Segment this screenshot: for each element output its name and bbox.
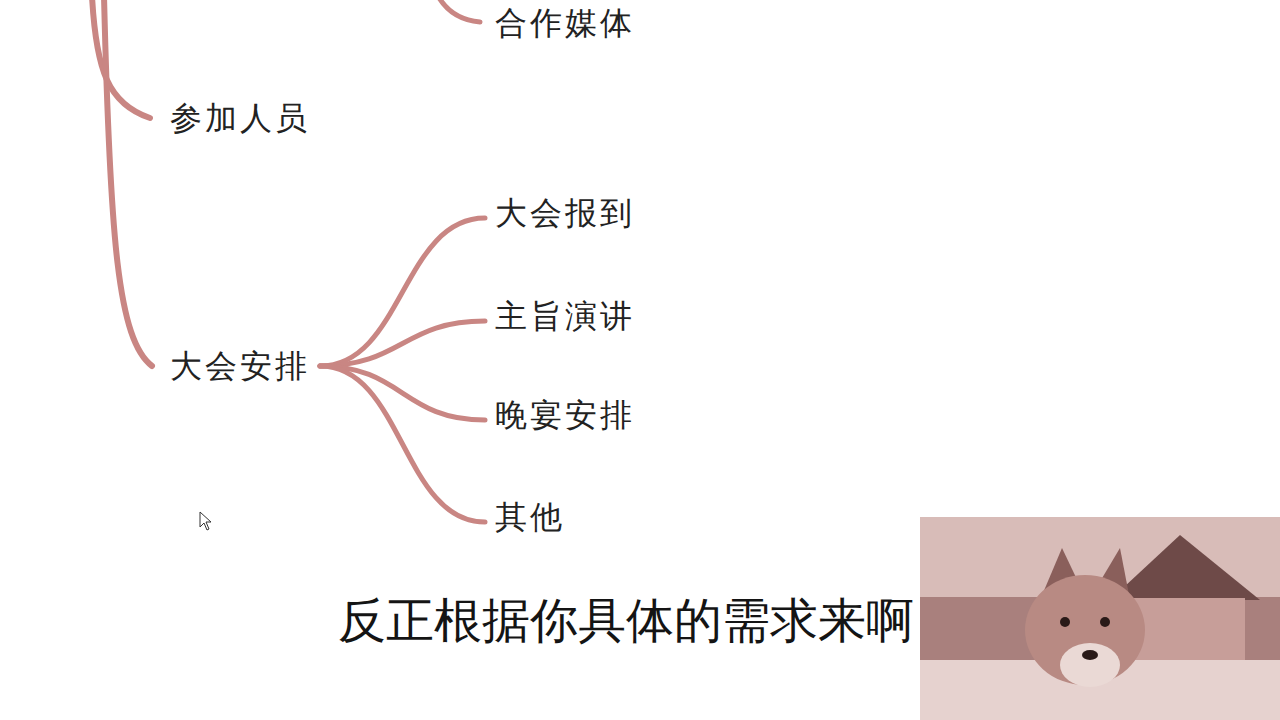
topic-text: 合作媒体 [495, 4, 635, 42]
branch-connector [320, 218, 485, 366]
branch-line [104, 0, 152, 366]
topic-node: 大会报到 [491, 192, 639, 234]
topic-text: 大会报到 [495, 194, 635, 232]
topic-text: 主旨演讲 [495, 297, 635, 335]
topic-text: 大会安排 [170, 347, 310, 385]
topic-node: 合作媒体 [491, 2, 639, 44]
video-thumbnail [920, 517, 1280, 720]
branch-connector [320, 366, 485, 522]
topic-node: 其他 [491, 496, 569, 538]
branch-connector [320, 321, 485, 366]
branch-line [92, 0, 150, 118]
topic-node: 主旨演讲 [491, 295, 639, 337]
topic-text: 其他 [495, 498, 565, 536]
topic-node: 参加人员 [166, 97, 314, 139]
branch-line [438, 0, 480, 22]
subtitle-caption: 反正根据你具体的需求来啊 [338, 592, 914, 650]
topic-text: 参加人员 [170, 99, 310, 137]
topic-text: 晚宴安排 [495, 396, 635, 434]
topic-node: 晚宴安排 [491, 394, 639, 436]
mouse-cursor [200, 512, 211, 530]
topic-node: 大会安排 [166, 345, 314, 387]
